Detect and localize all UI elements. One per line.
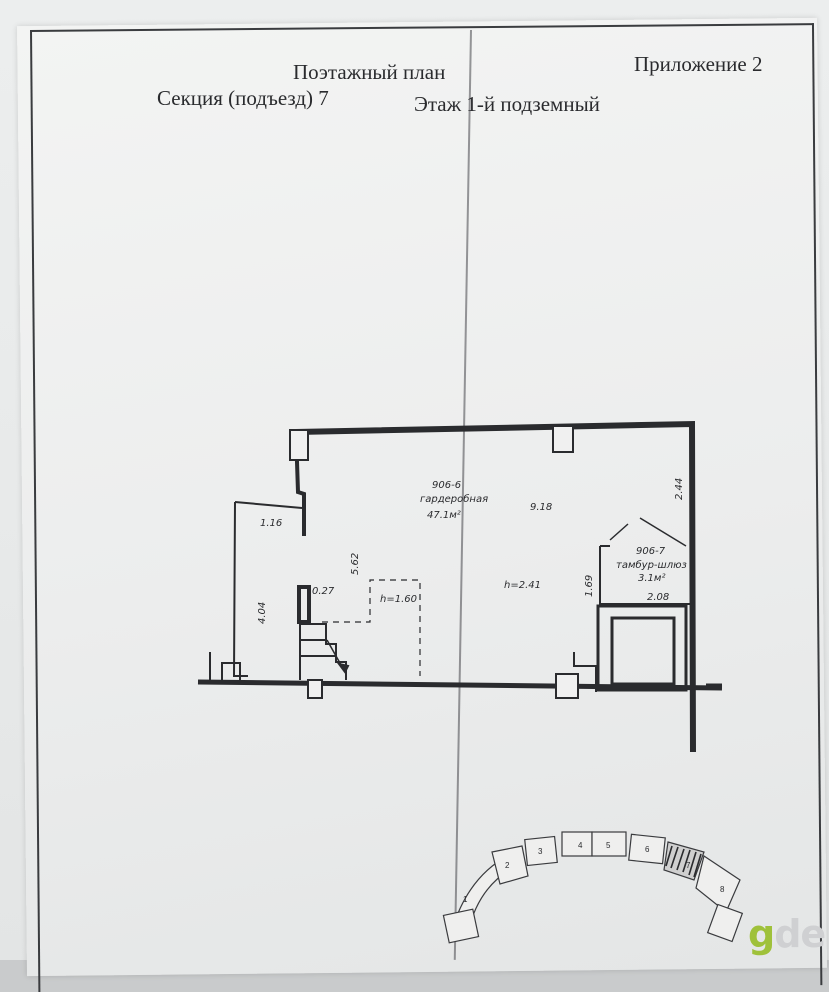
shaft-inner bbox=[610, 616, 676, 686]
bottom-wall bbox=[197, 679, 723, 691]
floor-plan-drawing: 906-6 гардеробная 47.1м² 9.18 h=2.41 1.1… bbox=[197, 420, 744, 944]
key-section-8-block bbox=[706, 903, 744, 943]
watermark-logo: gde bbox=[748, 912, 826, 956]
key-section-6 bbox=[628, 833, 666, 865]
room-lock-number: 906-7 bbox=[636, 546, 666, 557]
key-number-3: 3 bbox=[538, 847, 543, 856]
key-section-7-hatch bbox=[665, 845, 702, 878]
key-number-7: 7 bbox=[686, 861, 691, 870]
key-number-4: 4 bbox=[578, 841, 583, 850]
key-section-4 bbox=[561, 831, 593, 857]
dim-9-18: 9.18 bbox=[530, 502, 552, 513]
key-number-2: 2 bbox=[505, 861, 510, 870]
key-section-8 bbox=[695, 855, 741, 913]
room-main-name: гардеробная bbox=[420, 493, 488, 505]
room-main-height: h=2.41 bbox=[504, 580, 541, 591]
dim-2-44: 2.44 bbox=[674, 478, 685, 500]
room-lock-area: 3.1м² bbox=[638, 573, 665, 584]
key-section-5 bbox=[591, 831, 627, 857]
column-top-left bbox=[289, 429, 309, 461]
key-number-6: 6 bbox=[645, 845, 650, 854]
column-top-mid bbox=[552, 425, 574, 453]
room-main-area: 47.1м² bbox=[427, 510, 461, 521]
dim-0-27: 0.27 bbox=[312, 586, 335, 597]
key-number-1: 1 bbox=[463, 895, 468, 904]
stair-post bbox=[297, 585, 311, 624]
door-leaf-1 bbox=[639, 517, 687, 547]
dim-1-16: 1.16 bbox=[260, 518, 282, 529]
low-ceiling-zone bbox=[322, 579, 421, 676]
room-main-number: 906-6 bbox=[432, 480, 461, 491]
outer-wall-top-right bbox=[295, 420, 696, 753]
shaft-notch bbox=[573, 652, 597, 692]
key-number-5: 5 bbox=[606, 841, 611, 850]
key-section-3 bbox=[524, 835, 558, 867]
shaft-outer bbox=[596, 604, 688, 692]
dim-4-04: 4.04 bbox=[257, 602, 268, 624]
wall-left-lower bbox=[232, 501, 248, 677]
door-leaf-2 bbox=[609, 523, 629, 541]
watermark-de: de bbox=[774, 912, 826, 956]
plan-walls bbox=[197, 420, 723, 753]
wall-notch bbox=[234, 501, 303, 509]
plan-labels: 906-6 гардеробная 47.1м² 9.18 h=2.41 1.1… bbox=[257, 478, 687, 624]
appendix-label: Приложение 2 bbox=[634, 52, 763, 76]
page-title: Поэтажный план bbox=[293, 60, 446, 84]
lock-room-walls bbox=[599, 546, 692, 605]
room-lock-name: тамбур-шлюз bbox=[616, 559, 687, 571]
stair-steps bbox=[300, 623, 347, 680]
key-section-2 bbox=[491, 845, 529, 885]
column-bottom-left bbox=[307, 679, 323, 699]
key-plan bbox=[442, 831, 744, 944]
column-corner bbox=[221, 662, 241, 682]
key-section-1-block bbox=[442, 908, 480, 944]
key-number-8: 8 bbox=[720, 885, 725, 894]
dim-5-62: 5.62 bbox=[350, 553, 361, 575]
dim-1-69: 1.69 bbox=[584, 575, 595, 597]
section-label: Секция (подъезд) 7 bbox=[157, 86, 329, 110]
watermark-g: g bbox=[748, 912, 775, 956]
column-bottom-right bbox=[555, 673, 579, 699]
dim-h-1-60: h=1.60 bbox=[380, 594, 417, 605]
dim-2-08: 2.08 bbox=[647, 592, 669, 603]
wall-left-upper bbox=[294, 431, 306, 536]
key-section-7 bbox=[663, 841, 705, 881]
floor-label: Этаж 1-й подземный bbox=[414, 92, 600, 116]
key-plan-numbers: 1 2 3 4 5 6 7 8 bbox=[463, 841, 725, 904]
